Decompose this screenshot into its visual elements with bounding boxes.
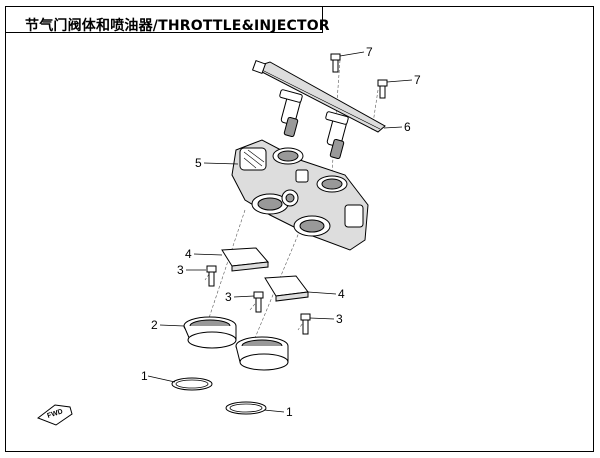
gasket-right xyxy=(264,275,309,302)
diagram-frame xyxy=(5,6,594,452)
bolt-left xyxy=(206,265,217,287)
callout-3c: 3 xyxy=(336,312,343,326)
bolt-right xyxy=(300,313,311,335)
page-title: 节气门阀体和喷油器/THROTTLE&INJECTOR xyxy=(25,18,330,34)
callout-7b: 7 xyxy=(414,73,421,87)
callout-6: 6 xyxy=(404,120,411,134)
callout-5: 5 xyxy=(195,156,202,170)
injector-right xyxy=(325,111,349,160)
title-box: 节气门阀体和喷油器/THROTTLE&INJECTOR xyxy=(5,6,330,34)
intake-pipe-right xyxy=(235,336,289,371)
bolt-top-right xyxy=(377,79,388,99)
callout-3a: 3 xyxy=(177,263,184,277)
gasket-left xyxy=(221,247,269,272)
bolt-top xyxy=(330,53,341,73)
callout-4b: 4 xyxy=(338,287,345,301)
svg-text:FWD: FWD xyxy=(46,408,63,420)
callout-7a: 7 xyxy=(366,45,373,59)
callout-1a: 1 xyxy=(141,369,148,383)
fwd-logo: FWD xyxy=(36,404,73,426)
callout-3b: 3 xyxy=(225,290,232,304)
bolt-middle xyxy=(253,291,264,313)
fuel-rail xyxy=(251,59,386,133)
callout-2: 2 xyxy=(151,318,158,332)
intake-pipe-left xyxy=(183,316,237,349)
throttle-body xyxy=(231,139,369,251)
injector-left xyxy=(279,89,303,138)
callout-1b: 1 xyxy=(286,405,293,419)
callout-4a: 4 xyxy=(185,247,192,261)
